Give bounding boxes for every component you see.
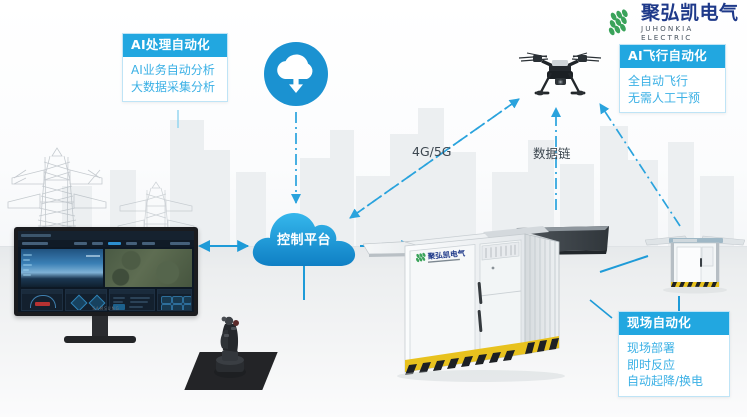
small-cabinet-illustration — [645, 235, 745, 294]
cloud-shape-icon — [252, 213, 356, 266]
leaf-cluster-logo-mark — [608, 9, 628, 36]
cloud-platform-node[interactable]: 控制平台 — [248, 206, 360, 268]
monitor-stand-neck — [92, 316, 108, 338]
screen-title-bar — [18, 231, 194, 240]
screen-app-title — [21, 233, 51, 237]
skyline-block — [418, 108, 444, 247]
menu-item[interactable] — [142, 242, 155, 245]
small-cabinet-door — [676, 246, 702, 285]
skyline-block — [356, 176, 390, 247]
skyline-block — [204, 150, 230, 247]
card-line: 现场部署 — [627, 341, 676, 356]
quadcopter-drone-icon — [518, 52, 602, 96]
small-door-handle — [700, 258, 702, 267]
drone-hangar-cabinet-small[interactable] — [645, 228, 745, 300]
monitor-brand-label: SAMSUNG — [92, 306, 120, 311]
skyline-block — [236, 172, 266, 247]
card-ai-processing[interactable]: AI处理自动化 AI业务自动分析 大数据采集分析 — [122, 33, 228, 103]
monitor-screen[interactable] — [18, 231, 194, 312]
door-handle-lower — [477, 310, 483, 332]
menu-item[interactable] — [74, 242, 87, 245]
brand-name-en: JUHONKIA ELECTRIC — [641, 24, 694, 43]
pane-map-view[interactable] — [105, 249, 192, 287]
label-data-link: 数据链 — [533, 146, 571, 161]
card-on-site[interactable]: 现场自动化 现场部署 即时反应 自动起降/换电 — [618, 311, 730, 398]
link-platform-to-drone-4g5g — [349, 98, 520, 219]
control-button[interactable] — [161, 304, 172, 310]
pane-control-buttons[interactable] — [157, 289, 192, 311]
skyline-block — [444, 152, 476, 247]
control-button[interactable] — [172, 296, 183, 304]
card-line: 大数据采集分析 — [131, 79, 216, 94]
cabinet-indicator-light — [491, 266, 495, 270]
monitor-stand-base — [64, 336, 136, 343]
skyline-block — [628, 160, 658, 247]
pane-attitude-gauge[interactable] — [21, 289, 63, 311]
cabinet-brand-logo: 聚弘凯电气 — [416, 248, 466, 263]
menu-item[interactable] — [170, 242, 190, 245]
hud-overlay-left — [23, 252, 33, 282]
pane-direction-pads[interactable] — [65, 289, 107, 311]
screen-menu-bar[interactable] — [18, 240, 194, 247]
pane-telemetry[interactable] — [109, 289, 155, 311]
cloud-download-glyph — [277, 54, 313, 93]
brand-name-cn: 聚弘凯电气 — [641, 1, 739, 24]
skyline-block — [330, 130, 354, 247]
pane-live-sky-view[interactable] — [21, 249, 103, 287]
drone-hangar-cabinet[interactable]: 聚弘凯电气 — [363, 208, 609, 384]
skyline-block — [668, 142, 694, 247]
cabinet-door-left — [409, 244, 476, 369]
joystick-icon — [214, 316, 246, 378]
hazard-stripe-base — [405, 336, 559, 375]
card-line: 无需人工干预 — [628, 90, 701, 105]
cabinet-illustration: 聚弘凯电气 — [363, 226, 609, 382]
card-ai-flight[interactable]: AI飞行自动化 全自动飞行 无需人工干预 — [619, 44, 726, 114]
card-on-site-body: 现场部署 即时反应 自动起降/换电 — [619, 335, 729, 396]
cloud-download-icon — [264, 42, 328, 106]
card-ai-processing-body: AI业务自动分析 大数据采集分析 — [123, 57, 227, 101]
desktop-monitor[interactable]: SAMSUNG — [14, 227, 198, 316]
card-line: 即时反应 — [627, 357, 676, 372]
brand-logo: 聚弘凯电气 JUHONKIA ELECTRIC — [608, 1, 742, 43]
card-ai-flight-title: AI飞行自动化 — [620, 45, 725, 69]
drone-node[interactable] — [513, 44, 607, 104]
link-smallcabinet-to-drone — [599, 103, 681, 227]
card-on-site-title: 现场自动化 — [619, 312, 729, 336]
card-line: AI业务自动分析 — [131, 63, 215, 78]
menu-item[interactable] — [126, 242, 137, 245]
card-ai-processing-title: AI处理自动化 — [123, 34, 227, 58]
card-line: 自动起降/换电 — [627, 374, 704, 389]
flight-joystick-controller[interactable] — [184, 310, 278, 390]
door-handle-upper — [477, 282, 483, 304]
control-button[interactable] — [172, 304, 183, 310]
link-drone-to-platform-4g5g — [349, 98, 520, 219]
link-cabinet-to-smallcabinet — [599, 255, 649, 273]
label-4g5g: 4G/5G — [412, 144, 452, 159]
control-button[interactable] — [183, 304, 191, 310]
svg-text:聚弘凯电气: 聚弘凯电气 — [426, 248, 466, 261]
card-ai-flight-body: 全自动飞行 无需人工干预 — [620, 68, 725, 112]
skyline-block — [700, 176, 734, 247]
menu-item[interactable] — [22, 242, 48, 245]
cloud-platform-label: 控制平台 — [276, 233, 331, 248]
skyline-block — [390, 134, 418, 247]
menu-item-active[interactable] — [108, 242, 121, 245]
card-line: 全自动飞行 — [628, 74, 689, 89]
control-button[interactable] — [161, 296, 172, 304]
control-button[interactable] — [183, 296, 191, 304]
skyline-block — [170, 120, 204, 247]
menu-item[interactable] — [92, 242, 103, 245]
link-cabinet-to-onsite-card — [589, 299, 613, 319]
